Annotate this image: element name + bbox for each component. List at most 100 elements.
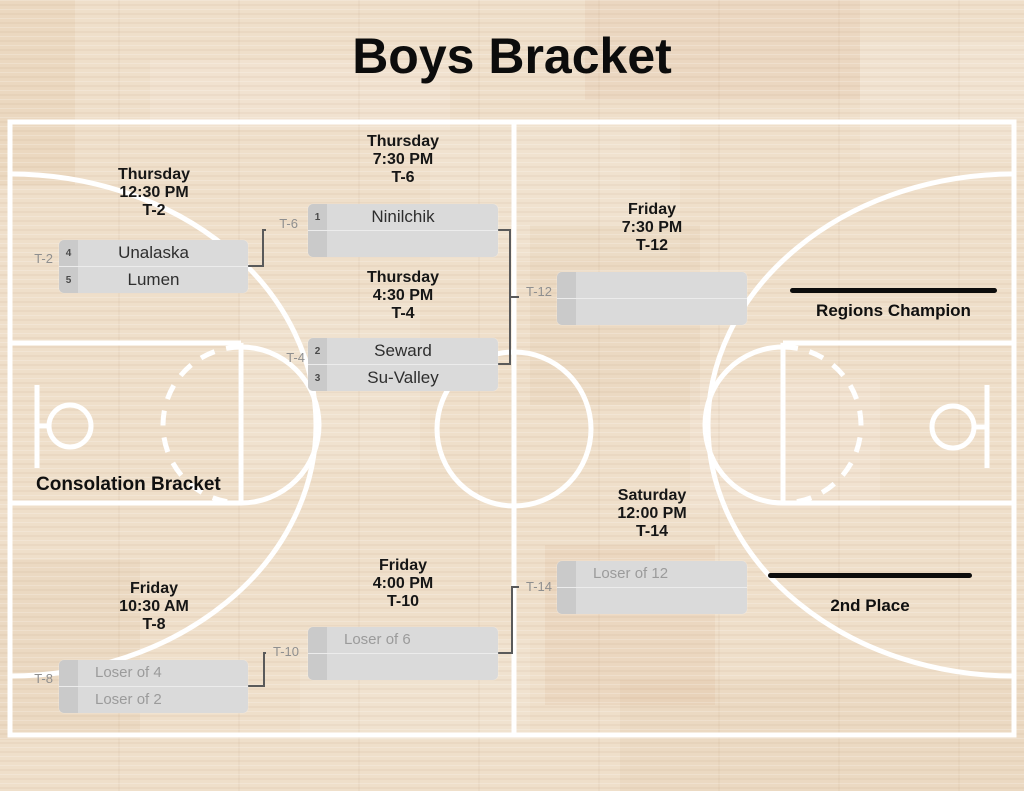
game-tag-t10: T-10 <box>272 644 299 659</box>
seed-cell: 4 <box>59 240 78 266</box>
seed-cell <box>308 231 327 257</box>
game-time: 12:00 PM <box>617 505 687 522</box>
team-name: Loser of 6 <box>344 631 411 648</box>
match-slot: Ninilchik 1 <box>308 204 498 230</box>
team-name: Unalaska <box>118 243 189 262</box>
match-box-t12 <box>557 272 747 325</box>
right-free-throw-circle-solid <box>702 344 784 506</box>
match-slot: Loser of 2 <box>59 686 248 713</box>
connector-t6-t4-to-t12 <box>498 229 511 365</box>
match-slot: Loser of 6 <box>308 627 498 653</box>
game-header-t6: Thursday 7:30 PM T-6 <box>323 133 483 187</box>
match-slot: Seward 2 <box>308 338 498 364</box>
team-name: Loser of 2 <box>95 691 162 708</box>
game-day: Friday <box>378 557 427 574</box>
seed-cell <box>59 687 78 713</box>
match-box-t8: Loser of 4 Loser of 2 <box>59 660 248 713</box>
match-slot: Unalaska 4 <box>59 240 248 266</box>
team-name: Lumen <box>127 270 180 289</box>
match-slot: Loser of 4 <box>59 660 248 686</box>
match-box-t14: Loser of 12 <box>557 561 747 614</box>
game-tag-t2: T-2 <box>34 251 53 266</box>
game-day: Thursday <box>366 133 439 150</box>
game-code: T-2 <box>142 202 166 219</box>
team-name: Loser of 12 <box>593 565 669 582</box>
game-day: Saturday <box>617 487 687 504</box>
game-tag-t12: T-12 <box>525 284 552 299</box>
team-name: Seward <box>374 341 432 360</box>
match-box-t6: Ninilchik 1 <box>308 204 498 257</box>
match-slot: Loser of 12 <box>557 561 747 587</box>
game-code: T-10 <box>386 593 419 610</box>
seed-cell: 3 <box>308 365 327 391</box>
seed-cell: 5 <box>59 267 78 293</box>
left-three-point-arc <box>9 171 319 679</box>
game-code: T-4 <box>391 305 415 322</box>
game-day: Thursday <box>366 269 439 286</box>
left-free-throw-circle-dashed <box>160 344 242 506</box>
match-box-t2: Unalaska 4 Lumen 5 <box>59 240 248 293</box>
match-slot <box>557 272 747 298</box>
match-box-t10: Loser of 6 <box>308 627 498 680</box>
game-header-t4: Thursday 4:30 PM T-4 <box>323 269 483 323</box>
team-name: Ninilchik <box>371 207 435 226</box>
game-day: Friday <box>129 580 178 597</box>
team-name <box>308 654 498 680</box>
game-time: 4:30 PM <box>372 287 434 304</box>
match-slot: Lumen 5 <box>59 266 248 293</box>
game-time: 10:30 AM <box>119 598 189 615</box>
second-place-line <box>768 573 972 578</box>
right-free-throw-circle-dashed <box>782 344 864 506</box>
game-code: T-6 <box>391 169 415 186</box>
team-name <box>308 231 498 257</box>
connector-t10-to-t14 <box>498 586 519 654</box>
game-header-t14: Saturday 12:00 PM T-14 <box>572 487 732 541</box>
match-box-t4: Seward 2 Su-Valley 3 <box>308 338 498 391</box>
seed-cell <box>59 660 78 686</box>
game-time: 7:30 PM <box>621 219 683 236</box>
game-code: T-8 <box>142 616 166 633</box>
court-markings <box>7 119 1017 738</box>
consolation-bracket-label: Consolation Bracket <box>36 474 221 495</box>
game-header-t12: Friday 7:30 PM T-12 <box>572 201 732 255</box>
game-header-t2: Thursday 12:30 PM T-2 <box>74 166 234 220</box>
seed-cell <box>308 627 327 653</box>
seed-cell: 2 <box>308 338 327 364</box>
team-name <box>557 299 747 325</box>
game-tag-t8: T-8 <box>34 671 53 686</box>
page-title: Boys Bracket <box>352 28 672 84</box>
seed-cell <box>557 561 576 587</box>
game-time: 12:30 PM <box>119 184 189 201</box>
seed-cell <box>557 272 576 298</box>
game-tag-t14: T-14 <box>525 579 552 594</box>
seed-cell <box>557 299 576 325</box>
center-circle <box>434 349 594 509</box>
seed-cell: 1 <box>308 204 327 230</box>
game-header-t8: Friday 10:30 AM T-8 <box>74 580 234 634</box>
right-three-point-arc <box>705 171 1015 679</box>
game-tag-t4: T-4 <box>286 350 305 365</box>
left-free-throw-circle-solid <box>240 344 322 506</box>
match-slot: Su-Valley 3 <box>308 364 498 391</box>
game-tag-t6: T-6 <box>279 216 298 231</box>
right-hoop <box>929 403 977 451</box>
left-hoop <box>46 402 94 450</box>
game-day: Thursday <box>117 166 190 183</box>
champion-line <box>790 288 997 293</box>
game-header-t10: Friday 4:00 PM T-10 <box>323 557 483 611</box>
game-day: Friday <box>627 201 676 218</box>
game-code: T-12 <box>635 237 668 254</box>
connector-t2-to-t6 <box>248 229 266 267</box>
bracket-connectors <box>248 229 519 687</box>
match-slot <box>557 587 747 614</box>
seed-cell <box>308 654 327 680</box>
second-place-label: 2nd Place <box>830 596 910 615</box>
team-name <box>557 588 747 614</box>
game-time: 7:30 PM <box>372 151 434 168</box>
connector-t8-to-t10 <box>248 652 266 687</box>
game-time: 4:00 PM <box>372 575 434 592</box>
match-slot <box>308 230 498 257</box>
game-code: T-14 <box>635 523 668 540</box>
